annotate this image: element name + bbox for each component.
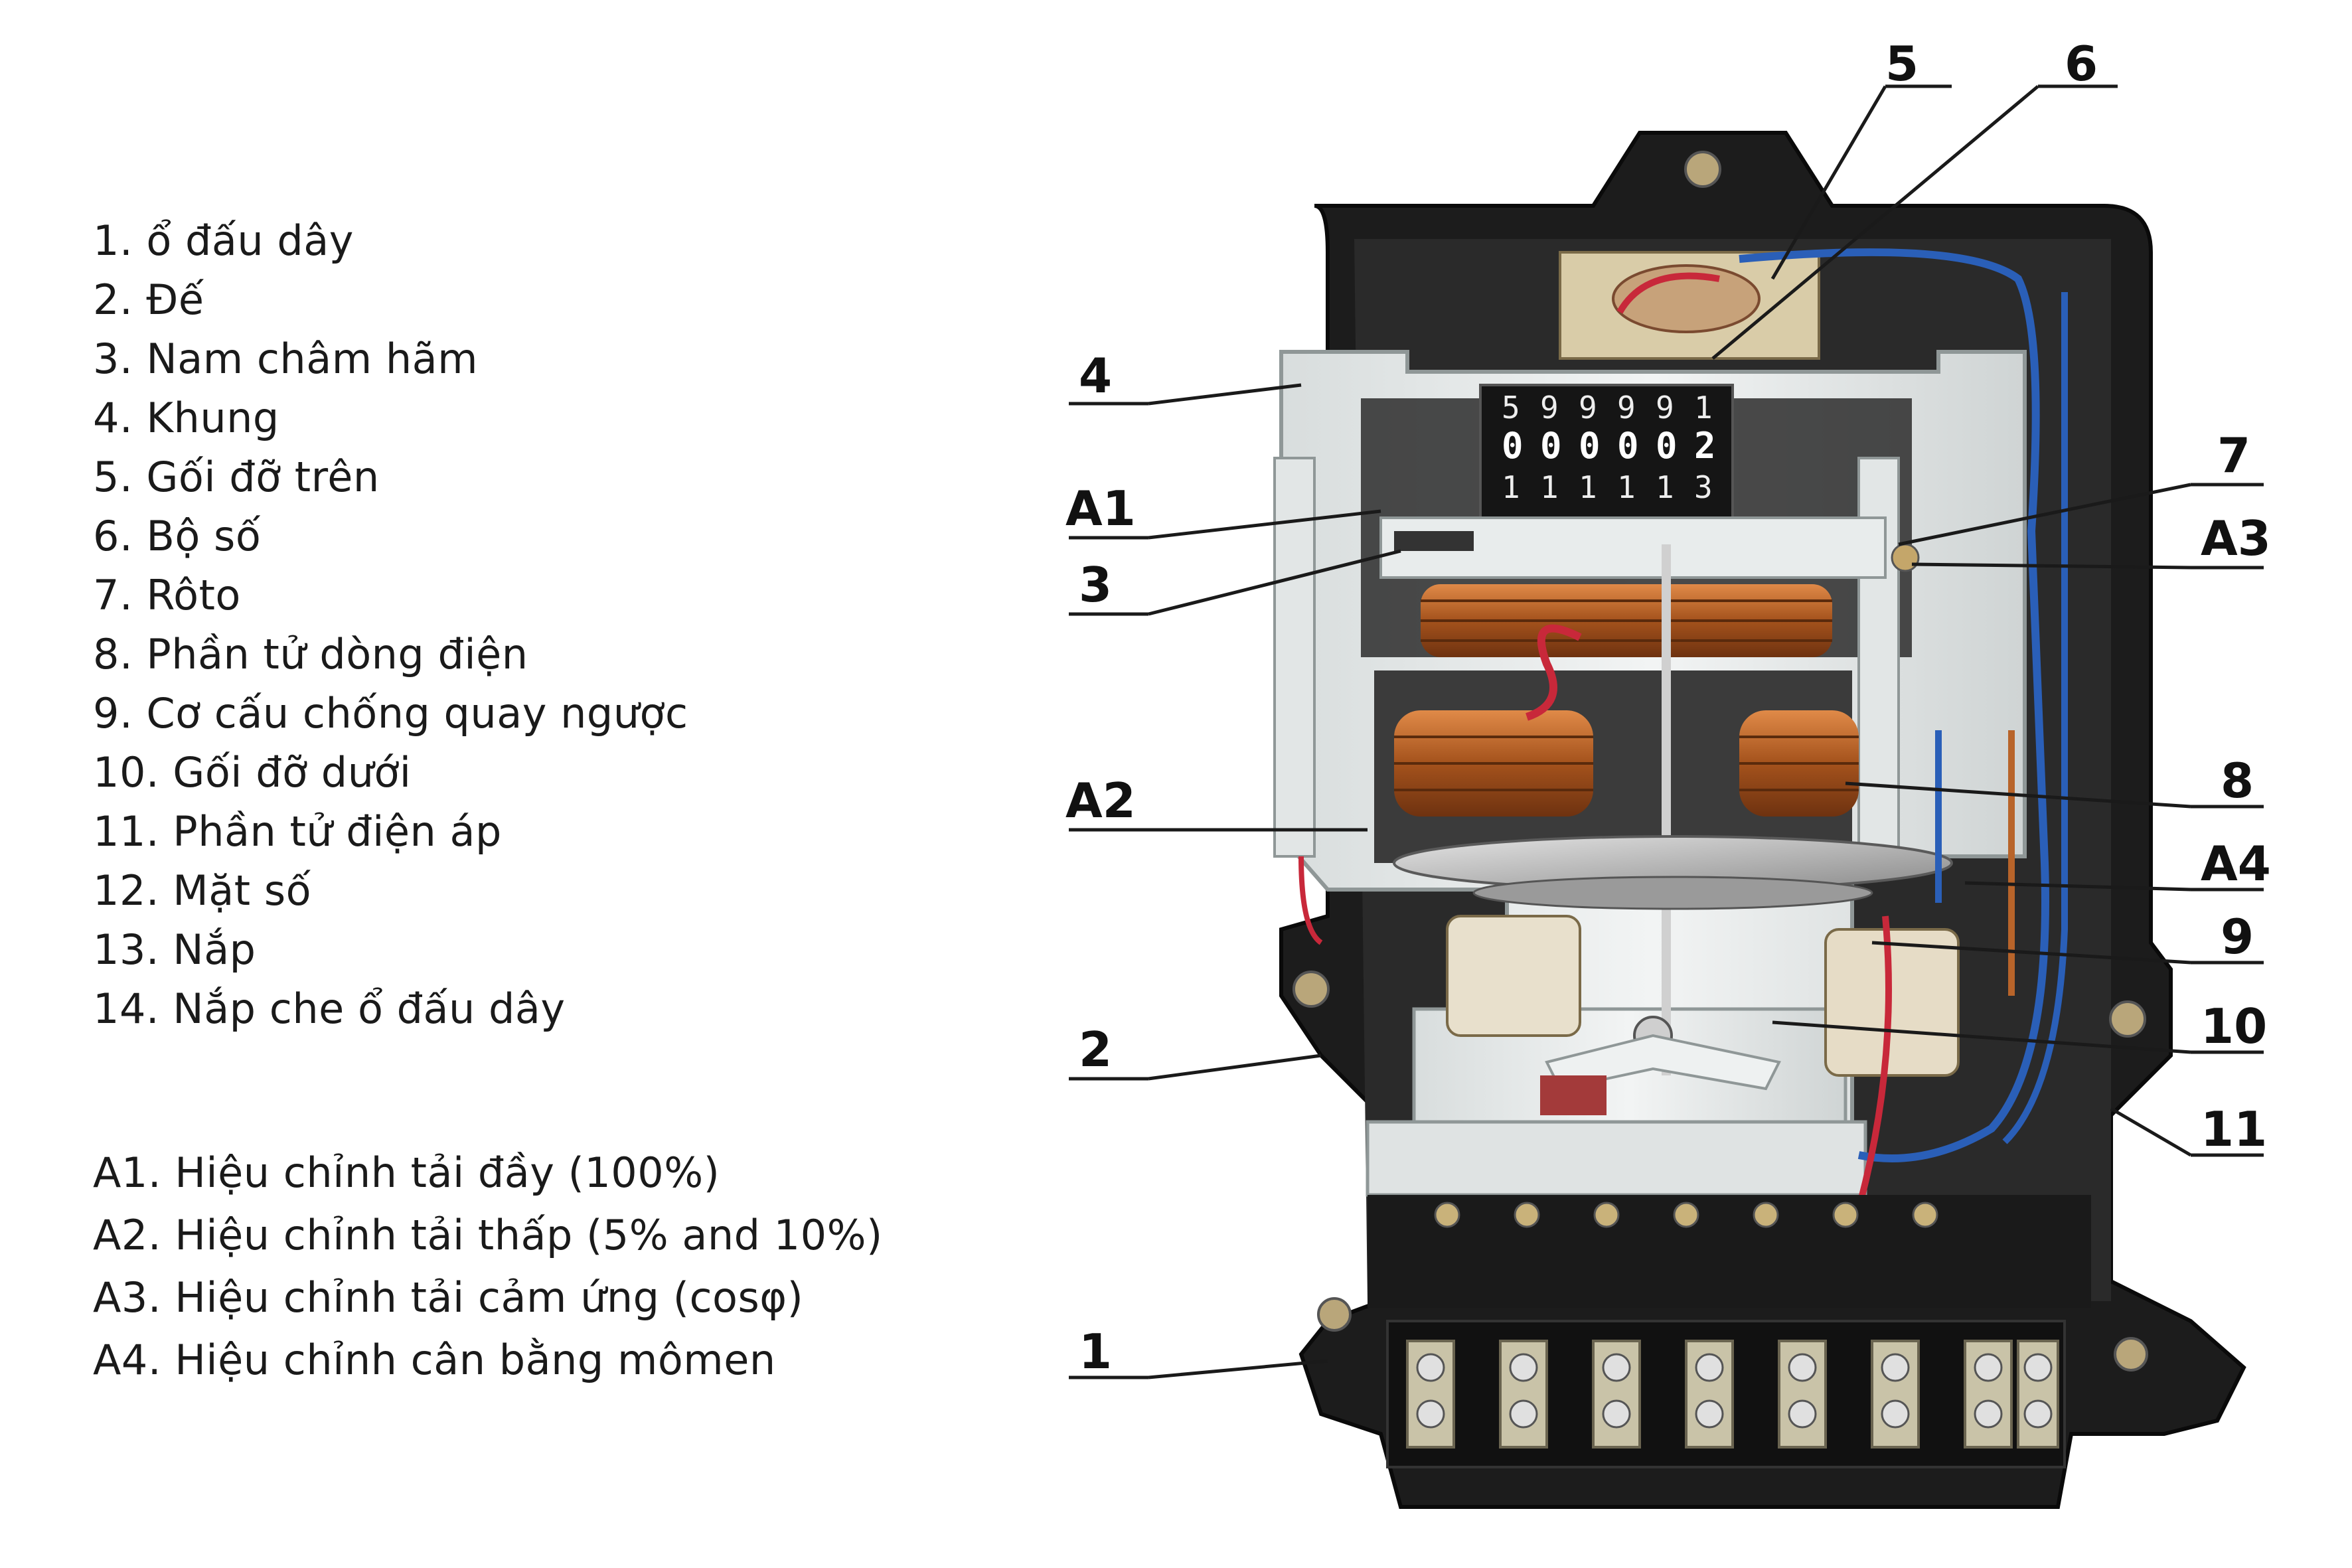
screw-icon (1891, 543, 1920, 572)
counter-digit: 1 (1656, 469, 1674, 505)
screw-icon (2109, 1000, 2146, 1038)
legend-adjust-item: A4. Hiệu chỉnh cân bằng mômen (93, 1336, 776, 1384)
callout-6: 6 (2065, 36, 2098, 92)
callout-a3: A3 (2201, 510, 2271, 566)
counter-digit: 0 (1656, 425, 1678, 467)
counter-digit: 1 (1694, 390, 1713, 426)
legend-item: 8. Phần tử dòng điện (93, 630, 528, 678)
legend-adjust-item: A2. Hiệu chỉnh tải thấp (5% and 10%) (93, 1211, 883, 1259)
brake-magnet (1379, 516, 1920, 579)
callout-8: 8 (2221, 753, 2254, 809)
counter-digit: 2 (1694, 425, 1716, 467)
legend-item: 9. Cơ cấu chống quay ngược (93, 689, 688, 738)
legend-item: 14. Nắp che ổ đấu dây (93, 984, 566, 1033)
callout-4: 4 (1079, 348, 1113, 404)
current-element-coils (1394, 624, 1859, 817)
upper-coil (1421, 584, 1832, 657)
counter-digit: 9 (1656, 390, 1674, 426)
voltage-element (1446, 915, 1960, 1115)
callout-7: 7 (2217, 428, 2251, 483)
counter-digit: 0 (1617, 425, 1639, 467)
terminal-block (1368, 1195, 2091, 1468)
legend-item: 3. Nam châm hãm (93, 335, 479, 383)
rotor-disc (1393, 544, 1953, 1075)
counter-digit: 5 (1502, 390, 1520, 426)
legend-item: 7. Rôto (93, 571, 241, 619)
legend-item: 2. Đế (93, 275, 204, 324)
counter-digit: 9 (1540, 390, 1559, 426)
callout-10: 10 (2201, 998, 2268, 1054)
legend-item: 11. Phần tử điện áp (93, 807, 502, 856)
callout-5: 5 (1885, 36, 1919, 92)
callout-a1: A1 (1065, 481, 1136, 536)
counter-digit: 0 (1579, 425, 1601, 467)
screw-icon (1293, 971, 1330, 1008)
counter-digit: 1 (1579, 469, 1597, 505)
register-counter: 5 9 9 9 9 1 0 0 0 0 0 2 1 1 1 1 1 3 (1479, 384, 1734, 519)
callout-a4: A4 (2201, 836, 2271, 892)
counter-digit: 1 (1540, 469, 1559, 505)
screw-icon (2114, 1337, 2148, 1372)
callout-1: 1 (1079, 1324, 1113, 1379)
counter-digit: 1 (1617, 469, 1636, 505)
parts-legend: 1. ổ đấu dây 2. Đế 3. Nam châm hãm 4. Kh… (93, 211, 688, 1038)
counter-digit: 0 (1502, 425, 1524, 467)
legend-item: 13. Nắp (93, 925, 256, 974)
counter-digit: 0 (1540, 425, 1562, 467)
callout-a2: A2 (1065, 773, 1136, 828)
legend-adjust-item: A3. Hiệu chỉnh tải cảm ứng (cosφ) (93, 1273, 804, 1322)
leader-lines (1069, 84, 2264, 1379)
callout-3: 3 (1079, 557, 1113, 613)
screw-icon (1684, 151, 1721, 188)
legend-adjust-item: A1. Hiệu chỉnh tải đầy (100%) (93, 1148, 720, 1197)
counter-digit: 3 (1694, 469, 1713, 505)
callout-11: 11 (2201, 1101, 2268, 1157)
legend-item: 1. ổ đấu dây (93, 216, 354, 265)
adjustment-legend: A1. Hiệu chỉnh tải đầy (100%) A2. Hiệu c… (93, 1142, 883, 1391)
screw-icon (1317, 1297, 1352, 1332)
upper-bearing (1559, 251, 1820, 360)
legend-item: 4. Khung (93, 394, 279, 442)
counter-digit: 9 (1579, 390, 1597, 426)
counter-digit: 1 (1502, 469, 1520, 505)
legend-item: 6. Bộ số (93, 512, 262, 560)
callout-9: 9 (2221, 909, 2254, 965)
counter-digit: 9 (1617, 390, 1636, 426)
callout-2: 2 (1079, 1022, 1113, 1077)
legend-item: 12. Mặt số (93, 866, 312, 915)
legend-item: 5. Gối đỡ trên (93, 453, 380, 501)
legend-item: 10. Gối đỡ dưới (93, 748, 412, 797)
